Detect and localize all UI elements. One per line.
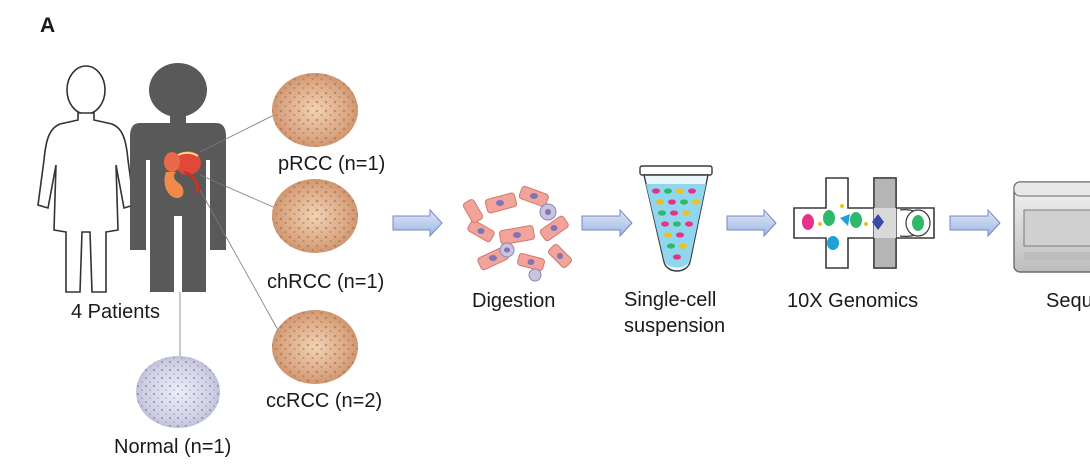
normal-tissue-image xyxy=(136,356,220,428)
patients-label: 4 Patients xyxy=(71,301,160,323)
normal-label: Normal (n=1) xyxy=(114,436,232,458)
digested-cells-icon xyxy=(462,185,572,282)
sequencing-label: Sequ xyxy=(1046,290,1090,312)
prcc-tissue-image xyxy=(272,73,358,147)
digestion-label: Digestion xyxy=(472,290,556,312)
sample-connector-lines xyxy=(179,111,281,358)
chrcc-tissue-image xyxy=(272,179,358,253)
suspension-label-line1: Single-cell xyxy=(624,289,717,311)
arrow-icon xyxy=(392,208,443,238)
kidney-icon xyxy=(164,151,201,199)
sequencer-icon xyxy=(1013,181,1090,273)
prcc-label: pRCC (n=1) xyxy=(278,153,386,175)
ccrcc-tissue-image xyxy=(272,310,358,384)
microfluidic-chip-icon xyxy=(793,177,935,269)
male-patient-icon xyxy=(130,63,226,292)
arrow-icon xyxy=(581,208,633,238)
chrcc-label: chRCC (n=1) xyxy=(267,271,385,293)
suspension-tube-icon xyxy=(639,165,713,272)
suspension-label-line2: suspension xyxy=(624,315,726,337)
female-patient-icon xyxy=(37,65,135,293)
arrow-icon xyxy=(949,208,1001,238)
ccrcc-label: ccRCC (n=2) xyxy=(266,390,383,412)
genomics-label: 10X Genomics xyxy=(787,290,919,312)
panel-label: A xyxy=(40,14,56,37)
arrow-icon xyxy=(726,208,777,238)
